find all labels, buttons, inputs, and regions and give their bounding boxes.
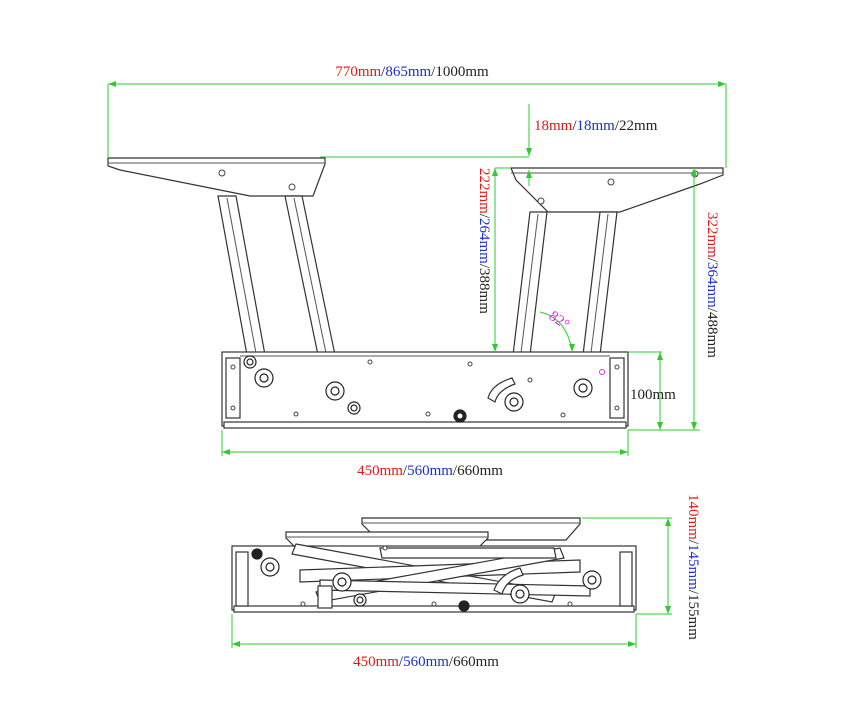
lift-height-dim-label: 222mm/264mm/388mm [476,168,492,314]
thickness-dim-label: 18mm/18mm/22mm [534,118,658,134]
width-dim-label: 770mm/865mm/1000mm [335,64,489,80]
left-top-board [107,157,326,197]
top-dimension-lines [107,81,727,456]
total-height-dim-label: 322mm/364mm/488mm [704,212,720,358]
bottom-dimension-lines [231,517,672,648]
raised-base-length-dim-label: 450mm/560mm/660mm [357,463,503,479]
raised-mechanism-drawing [107,157,724,429]
folded-mechanism-drawing [231,517,637,613]
base-height-dim-label: 100mm [630,387,676,403]
folded-base-length-dim-label: 450mm/560mm/660mm [353,654,499,670]
closed-height-dim-label: 140mm/145mm/155mm [685,494,701,640]
right-top-board [510,167,724,213]
raised-base-plate [221,351,629,427]
angle-label: 82° [546,308,572,333]
